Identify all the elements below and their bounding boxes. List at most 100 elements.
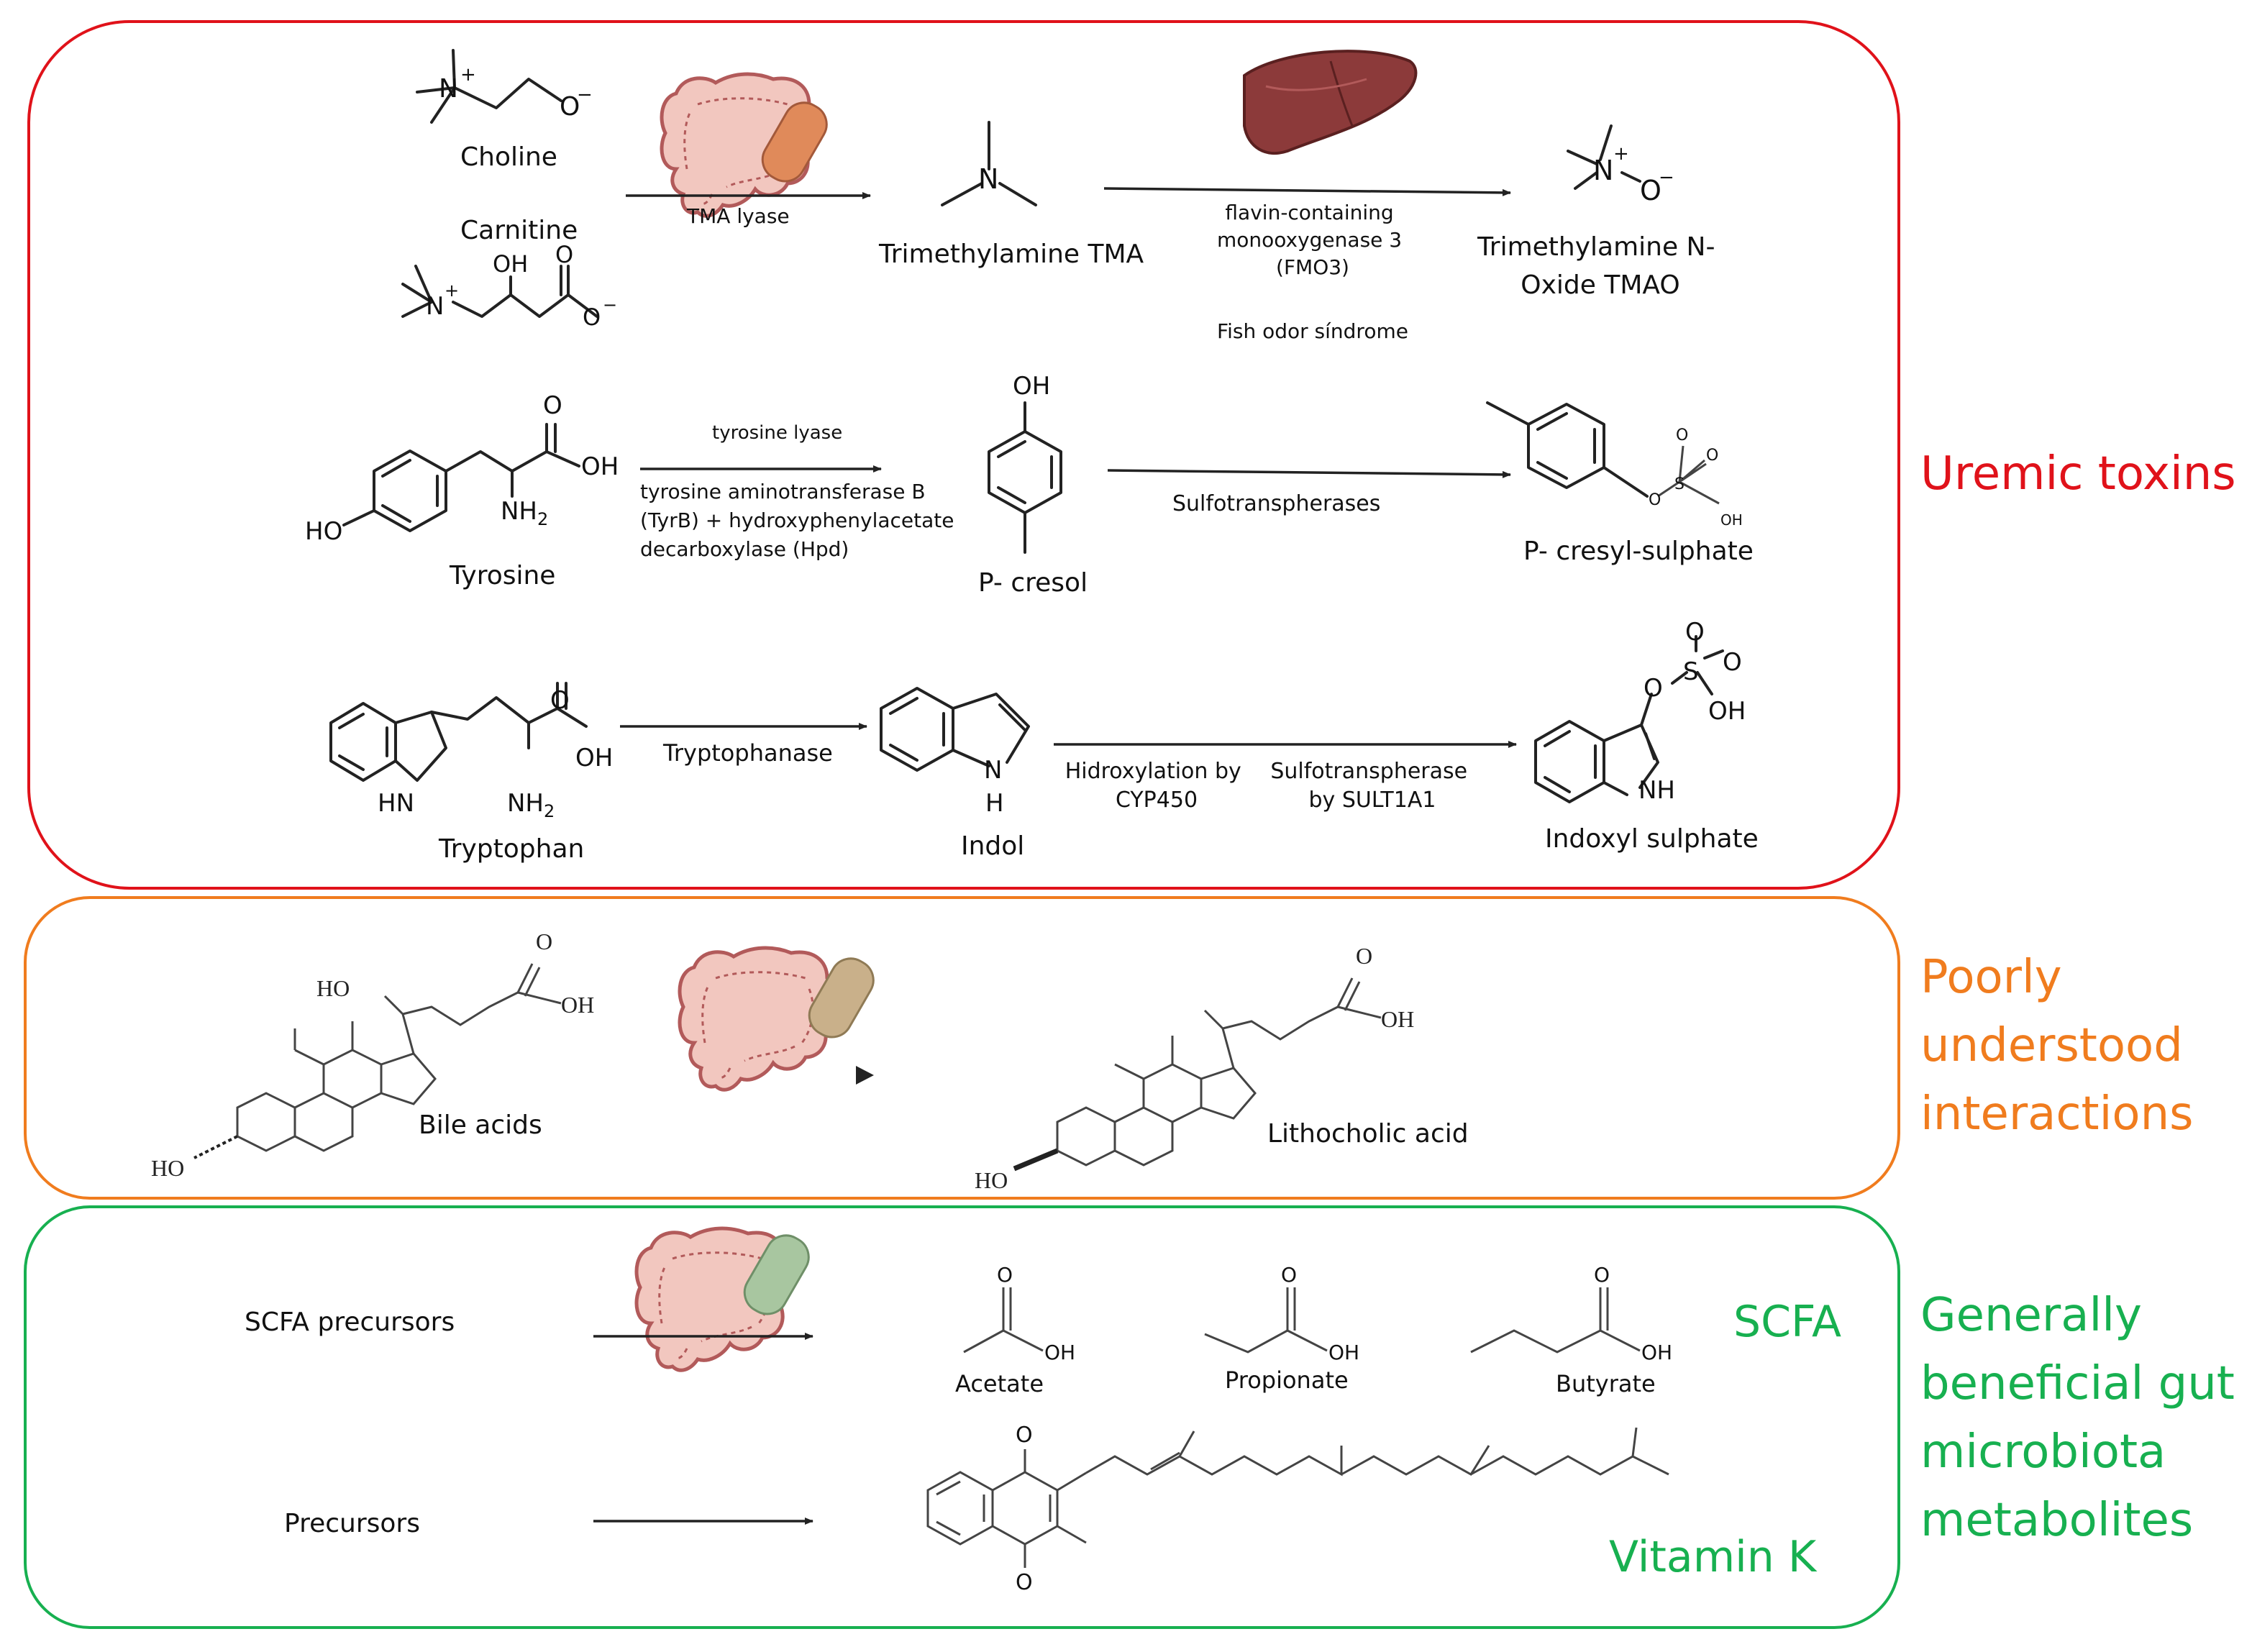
svg-text:S: S [1674, 475, 1685, 493]
svg-text:OH: OH [1641, 1341, 1672, 1364]
svg-text:NH2: NH2 [507, 789, 555, 821]
carnitine-label: Carnitine [460, 216, 578, 245]
svg-text:OH: OH [1708, 697, 1746, 726]
svg-text:O: O [1706, 447, 1718, 465]
tmao-structure: N + O − [1567, 124, 1674, 206]
sulfotranspherases-arrow [1107, 469, 1511, 478]
svg-text:O: O [550, 686, 570, 715]
tryptophan-label: Tryptophan [438, 834, 584, 864]
sult1a1-label: Sulfotranspherase by SULT1A1 [1270, 759, 1474, 813]
svg-text:O: O [1644, 674, 1663, 703]
bacteria-capsule-icon [743, 1234, 810, 1315]
carnitine-structure: N + OH O O − [401, 241, 617, 331]
svg-text:S: S [1683, 657, 1699, 686]
bile-acids-structure: HO HO O OH [151, 928, 594, 1181]
indol-structure: N H [880, 687, 1030, 818]
svg-text:O: O [1723, 648, 1742, 677]
svg-text:HO: HO [151, 1155, 184, 1181]
svg-text:OH: OH [1013, 372, 1050, 401]
svg-text:O: O [1016, 1423, 1033, 1448]
svg-text:O: O [1685, 618, 1705, 647]
hidroxylation-label: Hidroxylation by CYP450 [1065, 759, 1249, 813]
svg-text:O: O [1356, 943, 1372, 969]
svg-text:O: O [543, 391, 562, 420]
p-cresyl-sulphate-label: P- cresyl-sulphate [1523, 537, 1754, 566]
indoxyl-sulphate-structure: O S O O OH NH [1534, 618, 1746, 805]
tmao-label: Trimethylamine N- Oxide TMAO [1477, 232, 1723, 300]
p-cresyl-sulphate-structure: O S O O OH [1486, 401, 1743, 529]
bile-acids-label: Bile acids [419, 1110, 542, 1140]
fmo3-label: flavin-containing monooxygenase 3 (FMO3) [1217, 201, 1408, 279]
svg-text:NH: NH [1638, 776, 1675, 805]
tyrosine-structure: HO O OH NH2 [305, 391, 619, 546]
svg-text:N: N [426, 292, 444, 321]
tma-structure: N [941, 121, 1037, 206]
svg-text:O: O [1016, 1570, 1033, 1595]
svg-text:O: O [555, 241, 573, 268]
poorly-understood-box [24, 896, 1900, 1200]
lithocholic-acid-structure: HO O OH [975, 943, 1414, 1193]
svg-text:OH: OH [575, 744, 613, 772]
fish-odor-note: Fish odor síndrome [1217, 319, 1408, 343]
svg-text:O: O [1281, 1263, 1297, 1287]
svg-text:H: H [985, 789, 1004, 818]
tryptophanase-label: Tryptophanase [662, 739, 833, 767]
vitamin-k-label: Vitamin K [1609, 1532, 1818, 1582]
tyrosine-label: Tyrosine [449, 561, 555, 590]
beneficial-metabolites-label: Generally beneficial gut microbiota meta… [1920, 1289, 2249, 1547]
svg-text:O: O [1676, 426, 1688, 444]
tma-lyase-label: TMA lyase [686, 204, 790, 228]
p-cresol-structure: OH [988, 372, 1062, 554]
tyrb-hpd-label: tyrosine aminotransferase B (TyrB) + hyd… [640, 480, 960, 561]
bacteria-capsule-icon [761, 101, 828, 183]
uremic-toxins-label: Uremic toxins [1920, 447, 2236, 501]
svg-text:OH: OH [1720, 511, 1743, 529]
propionate-structure: O OH [1204, 1263, 1359, 1364]
svg-text:HO: HO [316, 975, 350, 1001]
propionate-label: Propionate [1225, 1366, 1349, 1394]
svg-text:OH: OH [561, 992, 594, 1018]
bile-arrowhead [856, 1066, 874, 1085]
tyrosine-lyase-label: tyrosine lyase [712, 422, 842, 444]
fmo3-arrow [1103, 187, 1511, 196]
acetate-structure: O OH [963, 1263, 1075, 1364]
svg-text:NH2: NH2 [501, 497, 548, 529]
choline-label: Choline [460, 142, 557, 172]
vitamin-k-structure: O O [926, 1423, 1669, 1595]
svg-text:N: N [439, 74, 458, 104]
svg-text:O: O [583, 304, 601, 331]
poorly-understood-label: Poorly understood interactions [1920, 951, 2197, 1141]
svg-text:O: O [1649, 491, 1661, 509]
precursors-label: Precursors [284, 1509, 420, 1538]
svg-text:O: O [1594, 1263, 1610, 1287]
tma-label: Trimethylamine TMA [878, 239, 1144, 269]
sulfotranspherases-label: Sulfotranspherases [1172, 491, 1380, 516]
svg-text:HN: HN [378, 789, 414, 818]
uremic-toxins-box [27, 20, 1900, 890]
butyrate-label: Butyrate [1556, 1370, 1656, 1397]
acetate-label: Acetate [955, 1370, 1044, 1397]
svg-text:HO: HO [975, 1167, 1008, 1193]
tryptophan-structure: HN O OH NH2 [329, 682, 613, 821]
svg-text:N: N [978, 163, 998, 195]
svg-text:O: O [1640, 175, 1661, 206]
svg-text:OH: OH [1044, 1341, 1075, 1364]
svg-text:N: N [984, 756, 1002, 785]
svg-text:−: − [1659, 167, 1674, 188]
svg-text:−: − [603, 295, 617, 315]
svg-text:N: N [1593, 155, 1613, 186]
liver-icon [1243, 50, 1418, 155]
butyrate-structure: O OH [1470, 1263, 1672, 1364]
svg-text:O: O [536, 928, 552, 954]
beneficial-metabolites-box [24, 1205, 1900, 1629]
scfa-precursors-label: SCFA precursors [245, 1308, 455, 1337]
svg-text:O: O [560, 92, 580, 122]
svg-text:OH: OH [1328, 1341, 1359, 1364]
svg-text:OH: OH [493, 250, 528, 278]
choline-structure: N + O − [416, 49, 593, 124]
scfa-label: SCFA [1733, 1297, 1841, 1347]
svg-text:+: + [460, 64, 476, 86]
svg-text:O: O [997, 1263, 1013, 1287]
svg-text:OH: OH [581, 452, 619, 481]
